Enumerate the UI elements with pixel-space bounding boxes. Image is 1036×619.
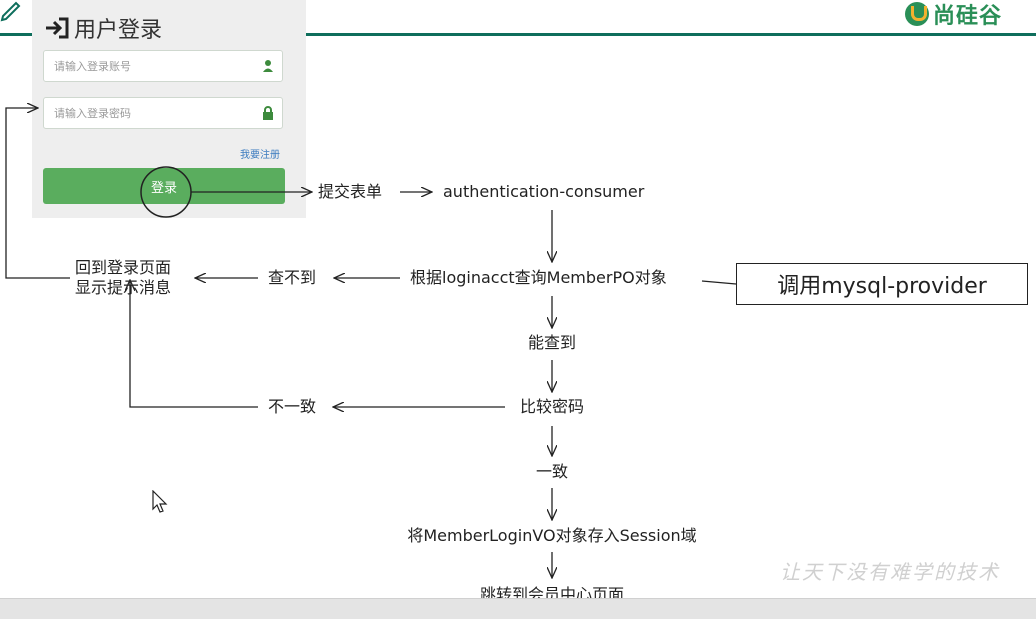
arrow-callout-to-query [701,280,737,285]
watermark-text: 让天下没有难学的技术 [780,560,1000,584]
account-field [43,50,283,82]
account-input[interactable] [44,51,254,81]
logo-mark-icon [905,2,929,26]
arrow-back-to-login [5,108,70,279]
sign-in-icon [46,17,69,39]
password-input[interactable] [44,98,254,128]
node-match: 一致 [535,462,569,481]
arrow-mismatch-to-back [130,280,258,408]
mouse-pointer-icon [152,490,168,513]
node-query-member: 根据loginacct查询MemberPO对象 [410,268,667,287]
header-divider [0,33,1036,36]
node-store-session: 将MemberLoginVO对象存入Session域 [407,526,697,545]
node-not-found: 查不到 [268,268,317,287]
edit-icon[interactable] [0,0,22,22]
node-back-to-login-line2: 显示提示消息 [75,278,172,297]
node-authentication-consumer: authentication-consumer [443,182,645,201]
login-button[interactable]: 登录 [43,168,285,204]
node-mismatch: 不一致 [268,397,317,416]
user-icon [263,60,273,72]
node-found: 能查到 [527,333,577,352]
node-compare-password: 比较密码 [519,397,585,416]
login-button-highlight-circle [140,166,192,218]
login-title-text: 用户登录 [74,18,163,43]
register-link[interactable]: 我要注册 [240,150,280,161]
node-back-to-login: 回到登录页面 显示提示消息 [75,258,171,298]
node-back-to-login-line1: 回到登录页面 [75,258,172,277]
callout-mysql-provider: 调用mysql-provider [736,263,1028,305]
logo-text: 尚硅谷 [933,3,1003,29]
password-field [43,97,283,129]
login-title: 用户登录 [44,12,162,44]
bottom-bar [0,598,1036,619]
brand-logo: 尚硅谷 [905,0,1003,29]
lock-icon [263,106,273,120]
node-submit-form: 提交表单 [318,182,383,201]
